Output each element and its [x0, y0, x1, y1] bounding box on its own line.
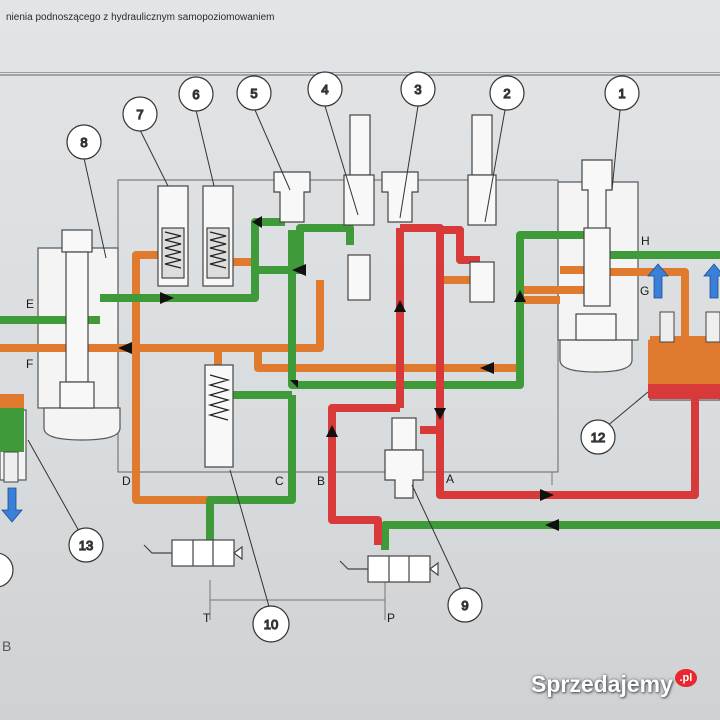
port-label-a: A	[446, 472, 454, 486]
callout-10: 10	[252, 605, 290, 643]
valve-5	[273, 171, 311, 223]
top-valves	[59, 114, 617, 499]
control-valve-right	[339, 555, 439, 583]
flow-arrow-icon	[292, 264, 306, 276]
port-label-t: T	[203, 611, 211, 625]
cylinder-12-rod-right	[705, 311, 720, 343]
flow-arrow-icon	[545, 519, 559, 531]
cylinder-13-green	[0, 408, 24, 452]
valve-1-base	[559, 339, 633, 373]
callout-9-label: 9	[461, 598, 468, 613]
callout-8-label: 8	[80, 135, 87, 150]
valve-7	[157, 185, 189, 287]
flow-arrow-icon	[160, 292, 174, 304]
cylinder-13-rod	[3, 451, 19, 483]
port-label-b: B	[317, 474, 325, 488]
callout-leaders	[27, 105, 649, 611]
cylinder-13-orange	[0, 394, 24, 408]
valve-1-spool	[575, 159, 617, 341]
spring-icon	[209, 231, 227, 269]
callout-partial	[0, 552, 14, 588]
cartridge-valves	[157, 185, 234, 468]
flow-arrow-icon	[394, 300, 406, 312]
cylinder-parts	[0, 311, 720, 483]
watermark-badge: .pl	[674, 668, 697, 687]
callout-9: 9	[447, 587, 483, 623]
flow-arrow-icon	[434, 408, 446, 420]
callouts: 1 2 3 4 5 6 7 8 9 10 12 13	[0, 71, 640, 643]
flow-arrows	[118, 216, 559, 531]
spring-icon	[164, 231, 182, 269]
callout-7-label: 7	[136, 107, 143, 122]
up-arrow-icon	[647, 263, 669, 299]
callout-3: 3	[400, 71, 436, 107]
callout-4: 4	[307, 71, 343, 107]
port-label-e: E	[26, 297, 34, 311]
callout-13-label: 13	[79, 538, 93, 553]
port-label-f: F	[26, 357, 33, 371]
callout-7: 7	[122, 96, 158, 132]
callout-1: 1	[604, 75, 640, 111]
down-arrow-icon	[1, 487, 23, 523]
callout-5: 5	[236, 75, 272, 111]
callout-13: 13	[68, 527, 104, 563]
valve-6	[202, 185, 234, 287]
valve-2	[467, 114, 497, 303]
watermark-text: Sprzedajemy	[531, 671, 673, 697]
callout-10-label: 10	[264, 617, 278, 632]
flow-arrow-icon	[540, 489, 554, 501]
port-label-c: C	[275, 474, 284, 488]
port-labels: E F H G A B C D T P	[26, 234, 650, 625]
control-valve-left	[143, 539, 243, 567]
flow-arrow-icon	[514, 290, 526, 302]
blue-arrows	[1, 263, 720, 523]
valve-8-base	[43, 407, 121, 441]
valve-9	[384, 417, 424, 499]
directional-valves	[143, 539, 439, 583]
callout-5-label: 5	[250, 86, 257, 101]
port-label-d: D	[122, 474, 131, 488]
spring-icon	[207, 374, 231, 421]
valve-3	[381, 171, 419, 223]
flow-arrow-icon	[118, 342, 132, 354]
valve-4	[343, 114, 375, 301]
flow-arrow-icon	[480, 362, 494, 374]
flow-arrow-icon	[326, 425, 338, 437]
page-caption: nienia podnoszącego z hydraulicznym samo…	[6, 12, 275, 23]
port-label-h: H	[641, 234, 650, 248]
port-label-g: G	[640, 284, 649, 298]
callout-8: 8	[66, 124, 102, 160]
header-divider	[0, 72, 720, 73]
outline-lines	[209, 472, 553, 620]
callout-2-label: 2	[503, 86, 510, 101]
callout-6-label: 6	[192, 87, 199, 102]
callout-6: 6	[178, 76, 214, 112]
valve-8-spool	[59, 229, 95, 409]
cylinder-12-orange	[648, 340, 720, 384]
callout-12: 12	[580, 419, 616, 455]
callout-3-label: 3	[414, 82, 421, 97]
port-label-p: P	[387, 611, 395, 625]
cylinder-12-red	[648, 384, 720, 398]
flow-arrow-icon	[252, 216, 262, 228]
up-arrow-icon	[703, 263, 720, 299]
watermark-logo: Sprzedajemy .pl	[531, 668, 697, 698]
cylinder-12-rod	[659, 311, 675, 343]
callout-4-label: 4	[321, 82, 328, 97]
callout-2: 2	[489, 75, 525, 111]
callout-1-label: 1	[618, 86, 625, 101]
flow-arrow-icon	[290, 380, 298, 388]
callout-12-label: 12	[591, 430, 605, 445]
valve-10	[204, 364, 234, 468]
page-letter: B	[2, 638, 12, 654]
